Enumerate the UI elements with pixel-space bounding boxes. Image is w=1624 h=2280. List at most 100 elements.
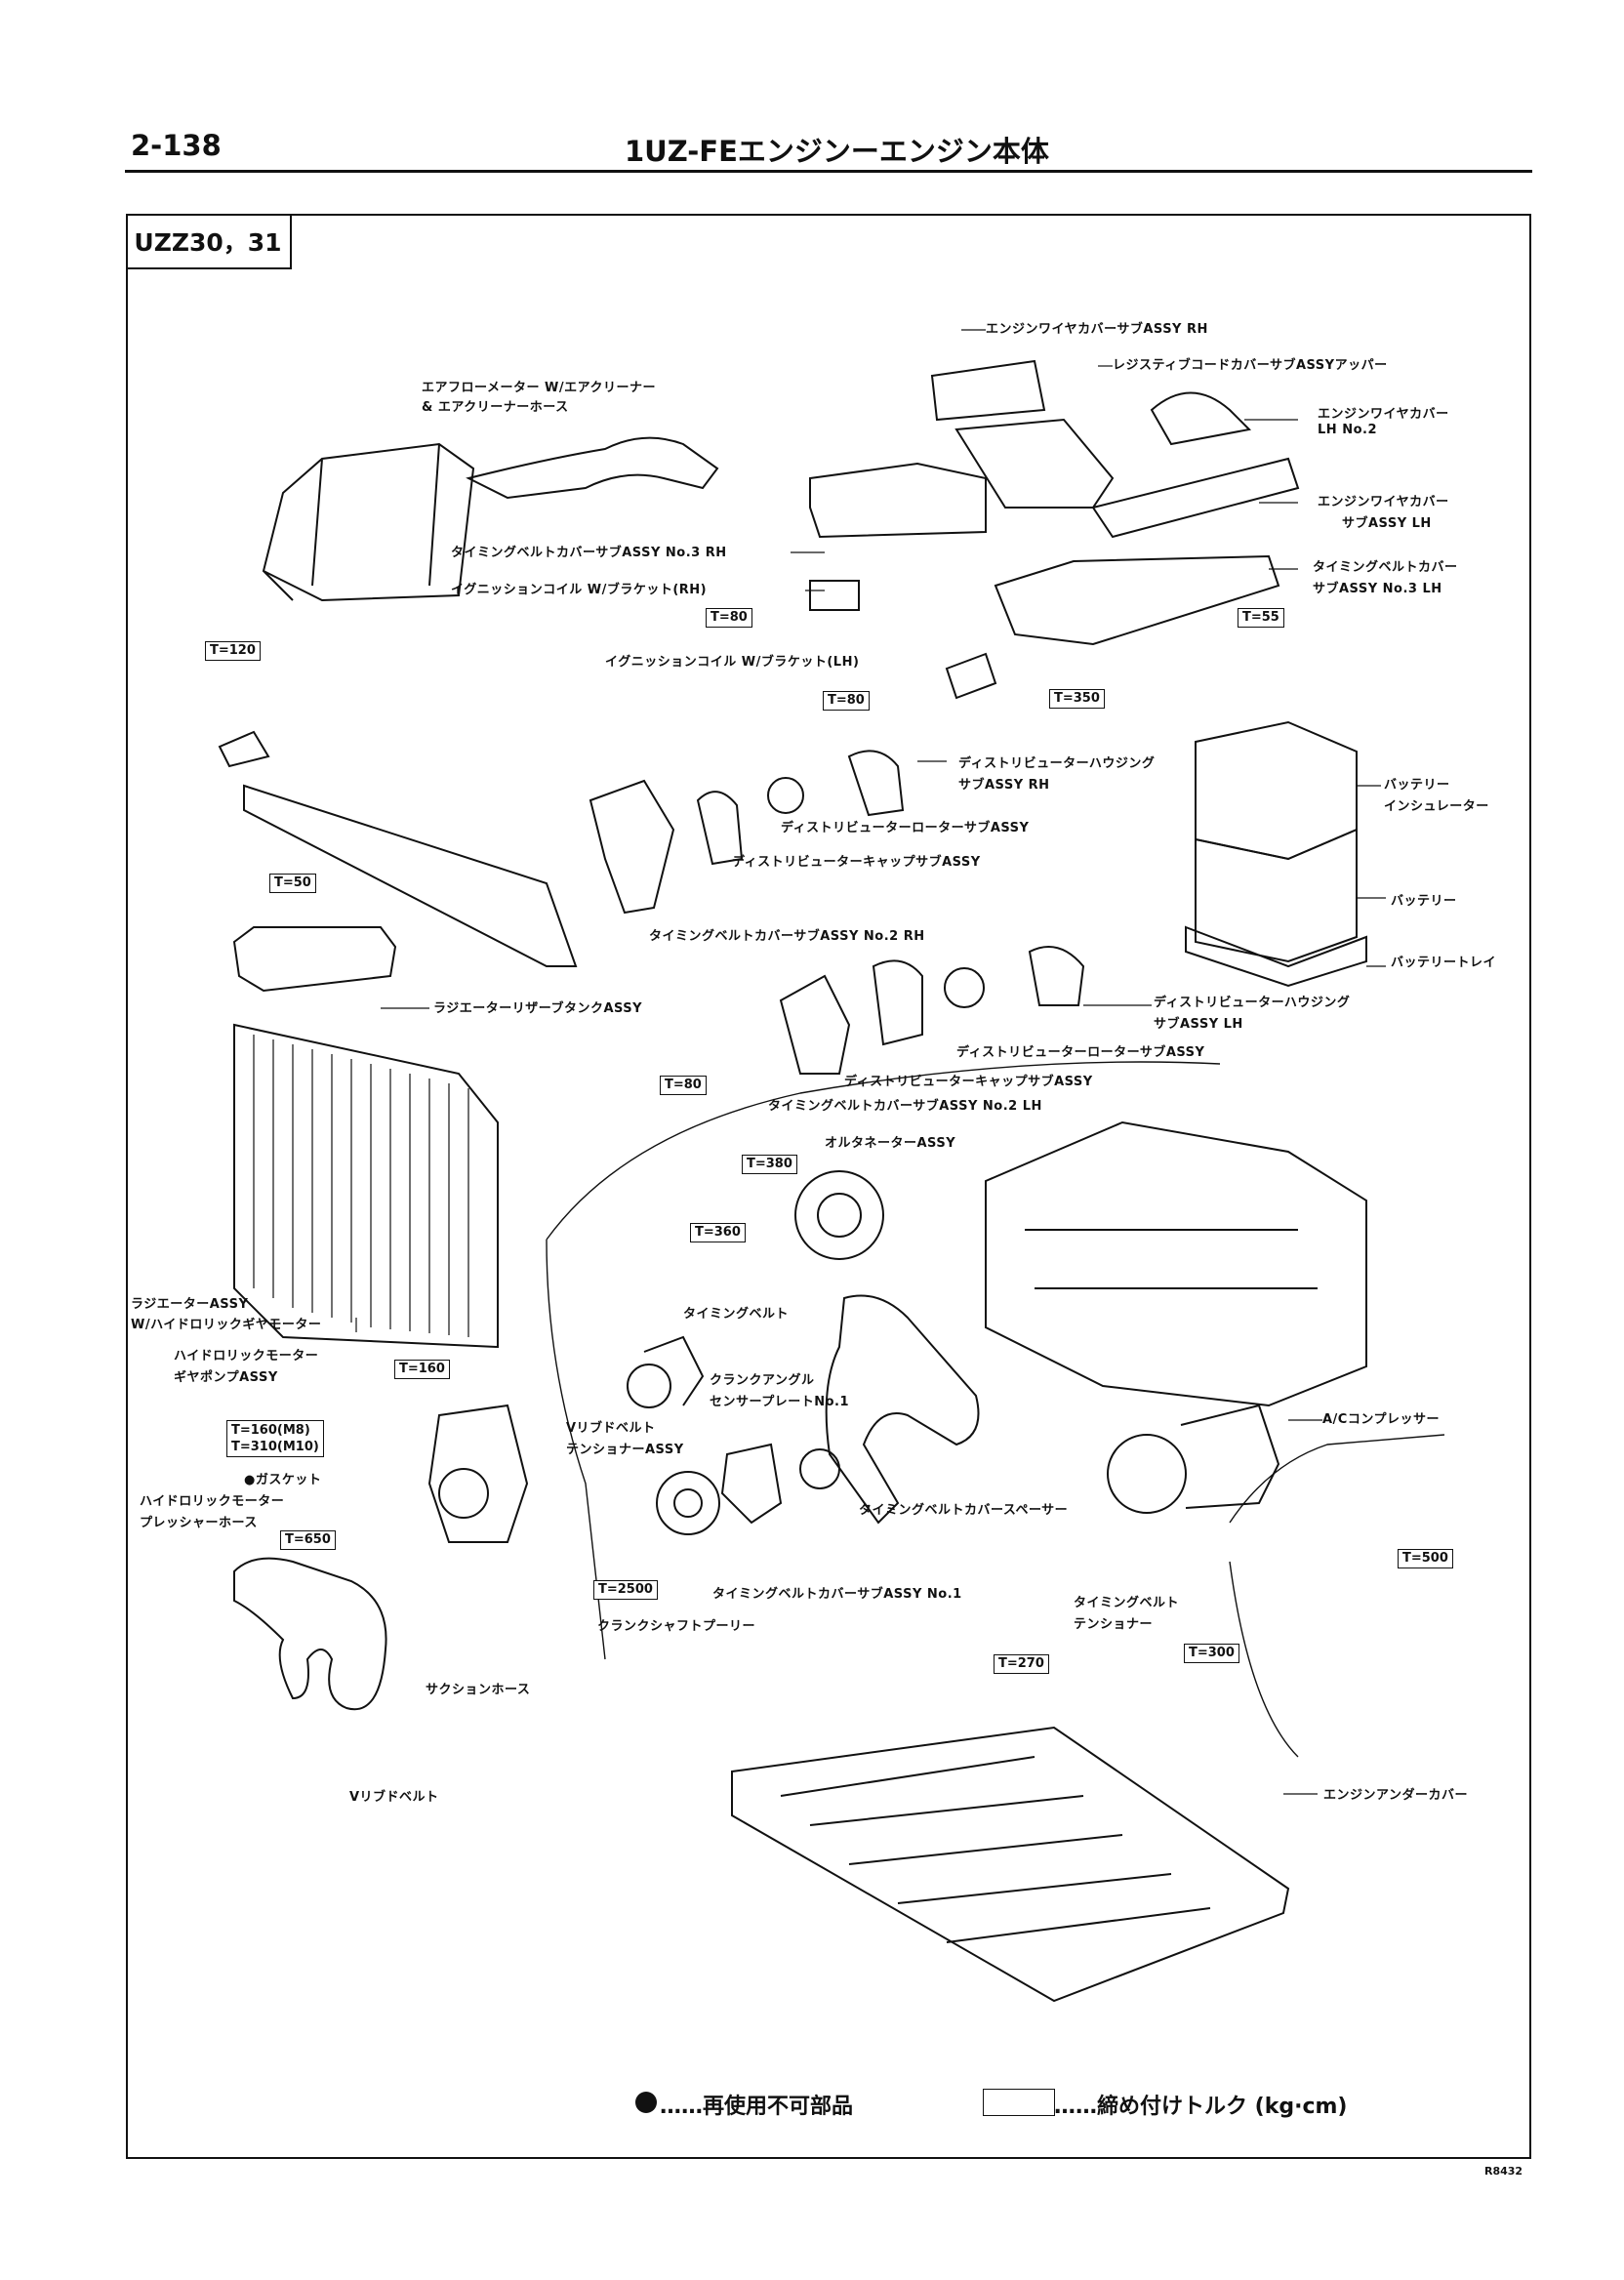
torque-box: T=350 xyxy=(1049,689,1105,709)
torque-box: T=80 xyxy=(823,691,870,711)
label-alternator: オルタネーターASSY xyxy=(825,1136,956,1151)
torque-box: T=55 xyxy=(1238,608,1284,628)
label-battery: バッテリー xyxy=(1391,894,1457,909)
page-title: 1UZ-FEエンジンーエンジン本体 xyxy=(625,135,1049,168)
label-pressure-hose-b: プレッシャーホース xyxy=(140,1516,258,1530)
timing-belt-drawing xyxy=(825,1294,980,1525)
torque-box: T=80 xyxy=(706,608,752,628)
header-rule xyxy=(125,170,1532,173)
dist-rotor-rh-drawing xyxy=(767,777,804,814)
engine-block-drawing xyxy=(985,1120,1367,1407)
dist-housing-rh-drawing xyxy=(847,750,905,817)
legend-nonreusable: ……再使用不可部品 xyxy=(660,2095,854,2119)
air-cleaner-drawing xyxy=(262,442,475,602)
torque-box: T=360 xyxy=(690,1223,746,1242)
label-air-cleaner-hose: & エアクリーナーホース xyxy=(422,400,569,415)
tensioner-drawing xyxy=(627,1364,671,1408)
battery-tray-drawing xyxy=(1185,925,1367,988)
label-crank-angle-plate-b: センサープレートNo.1 xyxy=(710,1395,850,1409)
wire-cover-rh-drawing xyxy=(930,359,1046,422)
label-hydraulic-motor-pump: ハイドロリックモーター xyxy=(174,1349,319,1364)
belt-cover-no3-rh-drawing xyxy=(809,462,987,539)
crank-angle-plate-drawing xyxy=(799,1448,840,1489)
label-timing-belt-cover-no1: タイミングベルトカバーサブASSY No.1 xyxy=(712,1587,962,1602)
label-engine-wire-cover-lh2-b: LH No.2 xyxy=(1318,423,1377,437)
label-engine-wire-cover-rh: エンジンワイヤカバーサブASSY RH xyxy=(986,322,1208,337)
engine-under-cover-drawing xyxy=(731,1726,1290,2003)
timing-cover-no1-drawing xyxy=(720,1443,783,1525)
air-hose-drawing xyxy=(466,436,719,500)
body-outline-drawing xyxy=(546,1061,1445,1758)
legend-torque: ……締め付けトルク (kg·cm) xyxy=(1054,2095,1348,2119)
radiator-fins xyxy=(253,1035,469,1337)
battery-insulator-drawing xyxy=(1195,720,1358,861)
label-radiator: ラジエーターASSY xyxy=(131,1297,249,1312)
battery-drawing xyxy=(1195,828,1358,963)
torque-box: T=50 xyxy=(269,874,316,893)
label-battery-insulator: バッテリー xyxy=(1384,778,1450,793)
label-resistive-cord-cover-upper: レジスティブコードカバーサブASSYアッパー xyxy=(1113,358,1388,373)
timing-cover-no2-lh-drawing xyxy=(779,974,851,1075)
label-ignition-coil-rh: イグニッションコイル W/ブラケット(RH) xyxy=(451,583,708,597)
leader-lines xyxy=(355,329,1386,1795)
label-pressure-hose: ハイドロリックモーター xyxy=(140,1494,285,1509)
reference-code: R8432 xyxy=(1484,2165,1523,2178)
label-hydraulic-motor-pump-b: ギヤポンプASSY xyxy=(174,1370,278,1385)
label-timing-belt-cover-no3-lh: タイミングベルトカバー xyxy=(1313,560,1458,575)
hydraulic-pump-drawing xyxy=(427,1404,529,1543)
label-radiator-reserve-tank: ラジエーターリザーブタンクASSY xyxy=(433,1001,643,1016)
dist-cap-lh-drawing xyxy=(872,959,923,1046)
label-dist-housing-rh: ディストリビューターハウジング xyxy=(958,756,1156,771)
label-timing-belt: タイミングベルト xyxy=(683,1307,790,1322)
model-box: UZZ30，31 xyxy=(126,214,292,269)
page-number: 2-138 xyxy=(131,129,222,162)
label-dist-housing-lh-b: サブASSY LH xyxy=(1154,1017,1243,1032)
label-battery-insulator-b: インシュレーター xyxy=(1384,799,1489,814)
label-radiator-b: W/ハイドロリックギヤモーター xyxy=(131,1318,322,1332)
alternator-drawing xyxy=(794,1170,884,1260)
ignition-coil-rh-drawing xyxy=(809,580,860,611)
label-v-ribbed-belt-tensioner-b: テンショナーASSY xyxy=(566,1443,684,1457)
torque-box: T=160 xyxy=(394,1360,450,1379)
label-timing-belt-cover-no2-rh: タイミングベルトカバーサブASSY No.2 RH xyxy=(649,929,925,944)
label-dist-cap-lh: ディストリビューターキャップサブASSY xyxy=(844,1075,1093,1089)
label-engine-wire-cover-lh: エンジンワイヤカバー xyxy=(1318,495,1449,509)
torque-box-m8-m10: T=160(M8) T=310(M10) xyxy=(226,1420,324,1457)
radiator-drawing xyxy=(233,1023,499,1349)
label-v-ribbed-belt-tensioner: Vリブドベルト xyxy=(566,1421,656,1436)
dist-cap-rh-drawing xyxy=(696,791,744,866)
v-ribbed-belt-drawing xyxy=(233,1557,387,1711)
label-dist-cap-rh: ディストリビューターキャップサブASSY xyxy=(732,855,981,870)
diagram-frame xyxy=(126,214,1531,2159)
ac-compressor-drawing xyxy=(1107,1434,1187,1514)
label-timing-belt-cover-no2-lh: タイミングベルトカバーサブASSY No.2 LH xyxy=(768,1099,1042,1114)
reserve-tank-drawing xyxy=(232,926,397,993)
timing-cover-no2-rh-drawing xyxy=(589,779,675,915)
label-engine-wire-cover-lh2: エンジンワイヤカバー xyxy=(1318,407,1449,422)
label-timing-belt-tensioner: タイミングベルト xyxy=(1074,1596,1180,1610)
legend-torque-box xyxy=(983,2089,1055,2116)
torque-box: T=80 xyxy=(660,1076,707,1095)
torque-box: T=380 xyxy=(742,1155,797,1174)
torque-m8: T=160(M8) xyxy=(231,1423,310,1438)
label-ignition-coil-lh: イグニッションコイル W/ブラケット(LH) xyxy=(605,655,860,670)
label-dist-housing-rh-b: サブASSY RH xyxy=(958,778,1050,793)
label-engine-wire-cover-lh-b: サブASSY LH xyxy=(1342,516,1432,531)
label-timing-belt-tensioner-b: テンショナー xyxy=(1074,1617,1154,1632)
label-dist-rotor-lh: ディストリビューターローターサブASSY xyxy=(956,1045,1205,1060)
dist-rotor-lh-drawing xyxy=(944,967,985,1008)
torque-box: T=300 xyxy=(1184,1644,1239,1663)
label-crankshaft-pulley: クランクシャフトプーリー xyxy=(597,1619,756,1634)
label-air-flow-meter: エアフローメーター W/エアクリーナー xyxy=(422,381,656,395)
label-timing-belt-cover-no3-lh-b: サブASSY No.3 LH xyxy=(1313,582,1442,596)
label-crank-angle-plate: クランクアングル xyxy=(710,1373,815,1388)
label-timing-belt-cover-no3-rh: タイミングベルトカバーサブASSY No.3 RH xyxy=(451,546,727,560)
torque-m10: T=310(M10) xyxy=(231,1440,319,1454)
belt-cover-no3-lh-drawing xyxy=(994,554,1280,646)
torque-box: T=500 xyxy=(1398,1549,1453,1568)
label-suction-hose: サクションホース xyxy=(426,1683,531,1697)
nonreusable-dot-icon xyxy=(635,2092,657,2113)
label-dist-housing-lh: ディストリビューターハウジング xyxy=(1154,996,1351,1010)
torque-box: T=2500 xyxy=(593,1580,658,1600)
torque-box: T=270 xyxy=(994,1654,1049,1674)
